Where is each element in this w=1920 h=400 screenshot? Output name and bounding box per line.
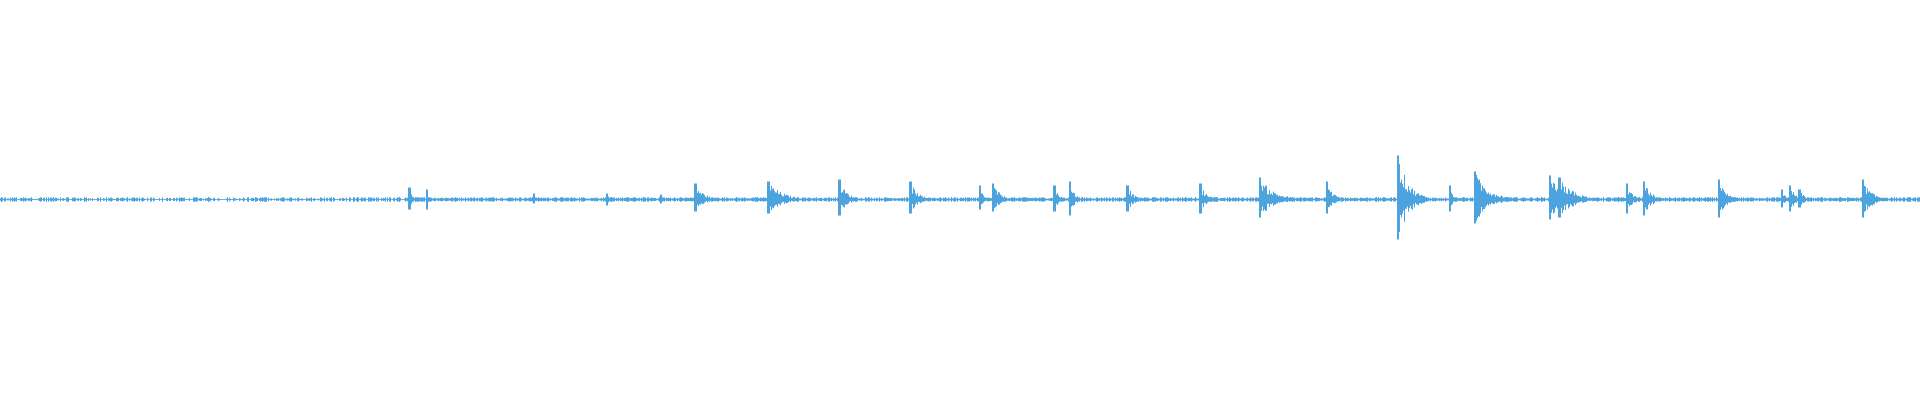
waveform-trace: [0, 155, 1920, 240]
